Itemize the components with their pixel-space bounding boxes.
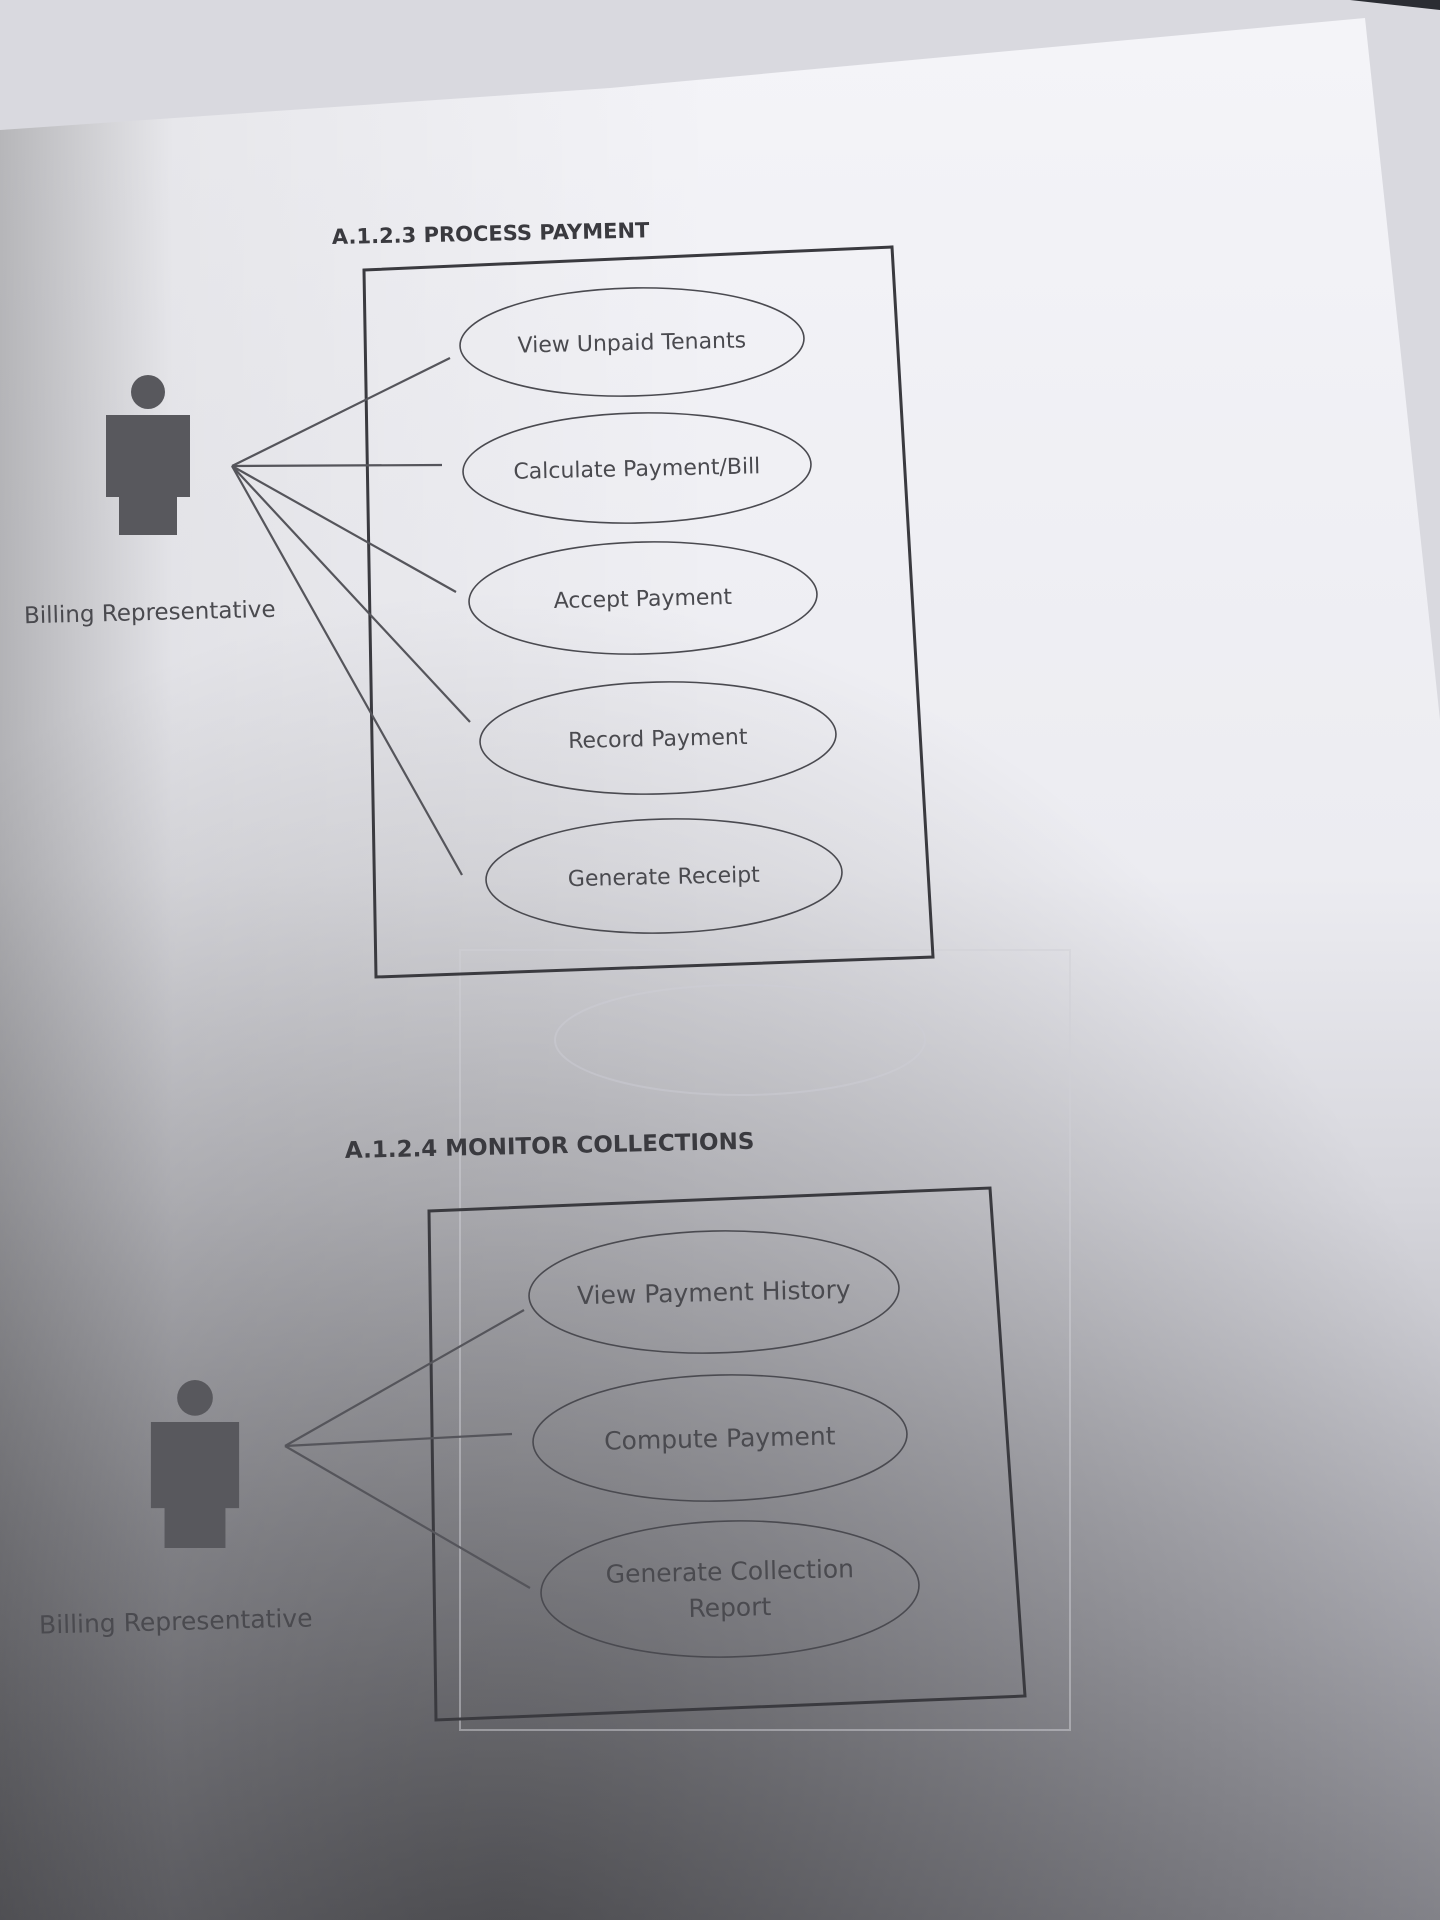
use-case-ellipse [532,1374,908,1502]
association-line [284,1432,513,1448]
association-line [231,465,457,593]
actor-label: Billing Representative [39,1603,313,1639]
use-case-label: Calculate Payment/Bill [513,454,760,485]
association-line [231,465,471,723]
use-case-ellipse [468,541,818,655]
use-case-ellipse [540,1520,920,1658]
use-case-label: View Unpaid Tenants [517,328,746,358]
association-line [231,465,463,876]
system-boundary-monitor-collections [427,1186,1027,1722]
use-case-label: Report [688,1592,772,1623]
use-case-ellipse [459,287,805,397]
use-case-ellipse [528,1230,900,1354]
use-case-ellipse [485,818,843,934]
actor-billing-representative-1-head [131,375,165,409]
association-line [284,1309,525,1447]
association-line [231,357,451,467]
section-title-process-payment: A.1.2.3 PROCESS PAYMENT [332,218,651,249]
use-case-label: Generate Collection [605,1554,854,1589]
association-line [284,1445,531,1589]
actor-label: Billing Representative [24,597,276,630]
use-case-ellipse [462,412,812,524]
association-line [231,463,443,468]
use-case-label: Compute Payment [604,1421,836,1455]
section-title-monitor-collections: A.1.2.4 MONITOR COLLECTIONS [345,1129,755,1164]
actor-billing-representative-2-body [150,1422,240,1548]
use-case-label: Generate Receipt [568,863,761,892]
system-boundary-process-payment [362,245,935,979]
use-case-label: View Payment History [577,1275,851,1310]
actor-billing-representative-2-head [177,1380,213,1416]
use-case-label: Accept Payment [553,585,732,614]
use-case-ellipse [479,681,837,795]
actor-billing-representative-1-body [106,415,190,535]
use-case-label: Record Payment [568,725,748,754]
